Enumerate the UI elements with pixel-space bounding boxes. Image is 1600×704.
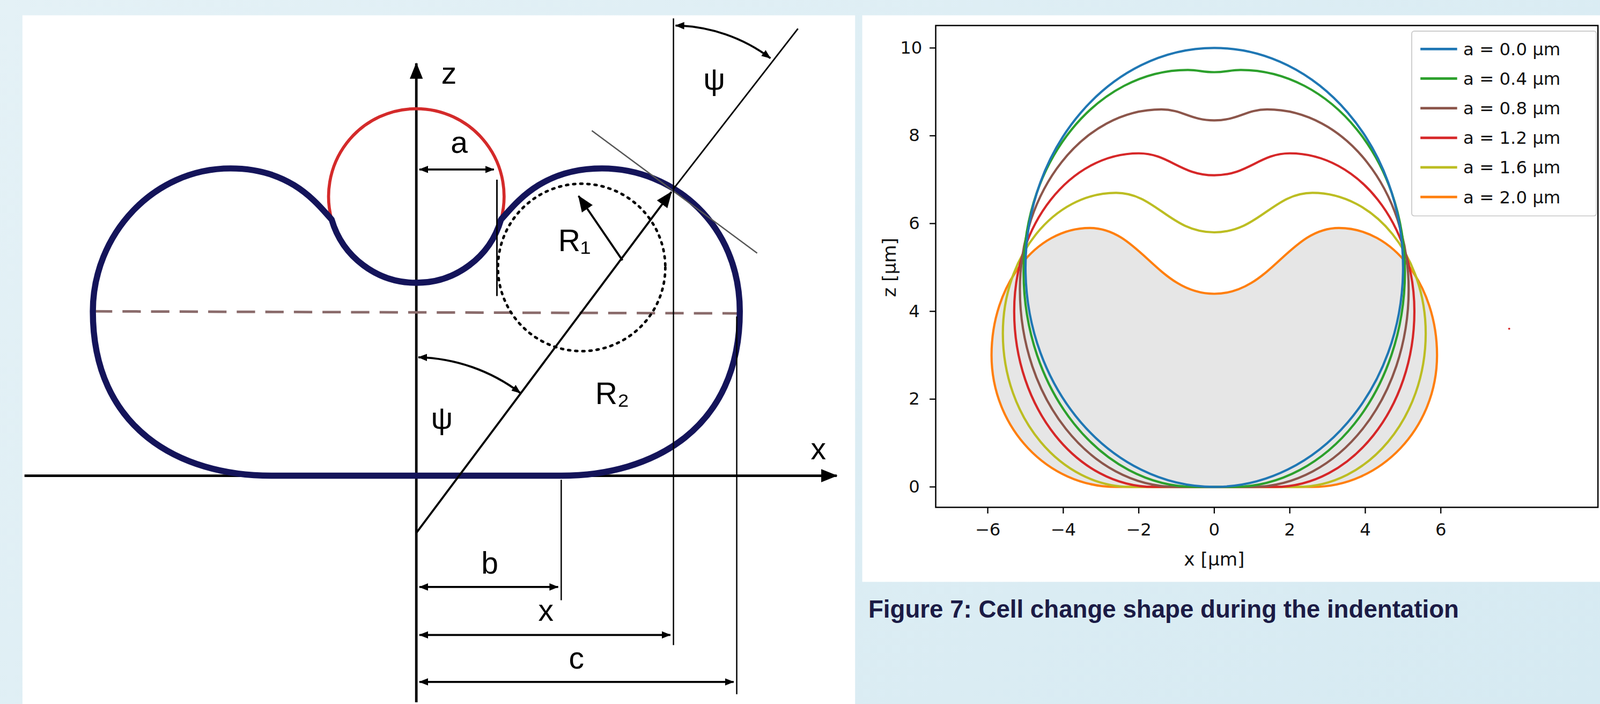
- legend-row: a = 0.4 μm: [1418, 65, 1594, 92]
- z-axis: [415, 63, 418, 703]
- dimension-b: [419, 585, 559, 588]
- shape-curve: [1023, 69, 1405, 487]
- legend-text: a = 0.4 μm: [1463, 68, 1561, 89]
- tick-label: 0: [908, 477, 920, 496]
- tick-label: 6: [1435, 520, 1447, 538]
- radius-label: R₂: [595, 378, 630, 410]
- tick-label: 0: [1208, 520, 1221, 538]
- tick-label: 4: [1359, 520, 1371, 538]
- legend-row: a = 0.8 μm: [1418, 94, 1594, 122]
- legend-row: a = 2.0 μm: [1418, 183, 1594, 210]
- angle-arc: [675, 25, 771, 59]
- guide-line: [735, 316, 737, 695]
- legend-text: a = 1.2 μm: [1463, 127, 1561, 149]
- tick-label: 2: [908, 390, 920, 408]
- cell-outline: [92, 168, 740, 476]
- tick-label: 6: [908, 214, 920, 232]
- axis-label: x: [810, 433, 827, 465]
- radius-label: R₁: [558, 225, 591, 256]
- tick-label: −2: [1125, 520, 1152, 538]
- plot-frame: [935, 25, 1599, 508]
- angle-label: ψ: [703, 64, 726, 95]
- legend-swatch: [1418, 183, 1459, 210]
- shape-curve: [1003, 192, 1426, 487]
- dimension-label: a: [450, 127, 468, 159]
- indenter: [328, 108, 505, 220]
- tick-label: −4: [1050, 520, 1076, 538]
- axis-title: z [μm]: [880, 237, 899, 298]
- tick-label: 2: [1284, 520, 1296, 538]
- dimension-label: x: [538, 594, 555, 626]
- dimension-a: [419, 168, 494, 171]
- legend-swatch: [1418, 94, 1459, 122]
- ticks: [929, 47, 1441, 514]
- dimension-c: [419, 680, 734, 683]
- normal-line: [673, 28, 799, 189]
- shape-curve: [991, 227, 1438, 488]
- angle-arc: [418, 357, 521, 394]
- legend-swatch: [1418, 65, 1459, 92]
- dimension-x: [419, 633, 671, 636]
- dimension-label: c: [569, 643, 585, 674]
- shape-curve: [1025, 47, 1404, 487]
- panel: [862, 15, 1600, 582]
- radius-r2: [416, 192, 672, 533]
- tangent-line: [591, 130, 757, 254]
- figure-caption: Figure 7: Cell change shape during the i…: [868, 591, 1596, 628]
- legend-swatch: [1418, 153, 1459, 181]
- tick-label: 10: [900, 39, 923, 57]
- legend: a = 0.0 μm a = 0.4 μm a = 0.8 μm a = 1.2 μm…: [1411, 30, 1597, 217]
- tick-label: 8: [908, 127, 920, 145]
- legend-text: a = 0.8 μm: [1463, 98, 1561, 119]
- legend-text: a = 1.6 μm: [1463, 157, 1561, 178]
- axis-title: x [μm]: [1183, 549, 1245, 569]
- guide-line: [560, 479, 562, 600]
- dimension-label: b: [481, 548, 499, 579]
- legend-swatch: [1418, 124, 1459, 151]
- shape-curve: [1014, 153, 1415, 488]
- legend-swatch: [1418, 35, 1459, 63]
- legend-row: a = 0.0 μm: [1418, 35, 1594, 63]
- curvature-circle: [497, 183, 666, 351]
- legend-row: a = 1.6 μm: [1418, 153, 1594, 181]
- legend-row: a = 1.2 μm: [1418, 124, 1594, 151]
- equator-line: [93, 311, 739, 314]
- curve-group: [991, 47, 1438, 487]
- guide-line: [672, 18, 674, 645]
- legend-text: a = 2.0 μm: [1463, 186, 1561, 208]
- panel: [22, 15, 855, 704]
- tick-label: −6: [975, 520, 1001, 538]
- axis-label: z: [441, 57, 457, 89]
- angle-label: ψ: [430, 402, 453, 434]
- dot: [1508, 327, 1511, 330]
- legend-text: a = 0.0 μm: [1463, 38, 1561, 60]
- tick-label: 4: [908, 302, 920, 320]
